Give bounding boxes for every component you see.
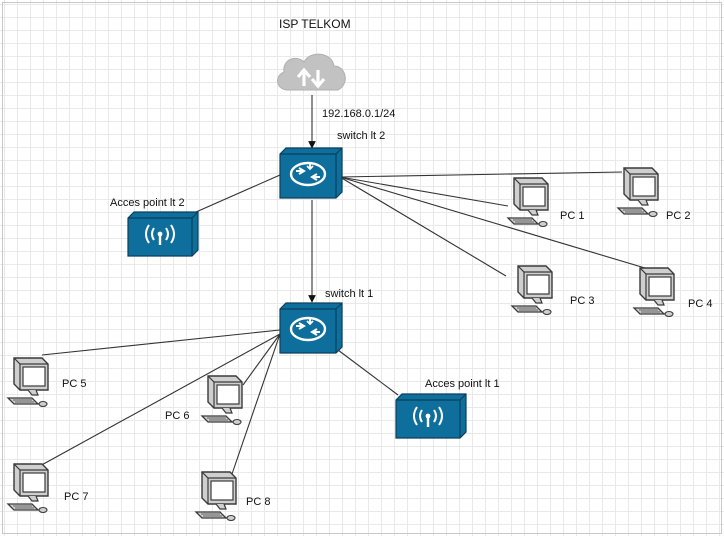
- link-switch1-pc8: [231, 333, 281, 475]
- link-switch1-pc7: [37, 333, 281, 468]
- pc3-icon: [511, 265, 553, 316]
- link-switch2-pc3: [339, 176, 507, 277]
- pc8-label: PC 8: [246, 496, 271, 508]
- pc5-label: PC 5: [62, 378, 87, 390]
- cloud-updown-icon: [277, 53, 346, 91]
- switch-lt2-icon: [278, 146, 344, 200]
- link-switch2-pc2: [339, 171, 623, 178]
- pc3-label: PC 3: [570, 295, 595, 307]
- access-point-lt1-label: Acces point lt 1: [425, 378, 500, 390]
- pc7-icon: [7, 463, 49, 514]
- pc4-label: PC 4: [688, 298, 713, 310]
- switch-lt1-icon: [278, 301, 344, 355]
- pc1-label: PC 1: [560, 210, 585, 222]
- access-point-lt2-icon: [126, 210, 200, 258]
- pc7-label: PC 7: [64, 491, 89, 503]
- pc2-icon: [617, 167, 659, 218]
- access-point-lt1-icon: [394, 392, 468, 440]
- connections: [37, 95, 646, 475]
- switch-lt2-label: switch lt 2: [337, 130, 386, 142]
- link-switch2-ap2: [195, 174, 281, 213]
- pc4-icon: [633, 267, 675, 318]
- pc2-label: PC 2: [666, 210, 691, 222]
- isp-label: ISP TELKOM: [279, 17, 351, 31]
- switch-lt1-label: switch lt 1: [325, 288, 374, 300]
- isp-ip-label: 192.168.0.1/24: [322, 108, 396, 120]
- link-switch1-pc5: [41, 329, 281, 356]
- pc5-icon: [7, 357, 49, 408]
- link-switch2-pc4: [339, 176, 646, 269]
- access-point-lt2-label: Acces point lt 2: [110, 197, 185, 209]
- link-switch2-pc1: [339, 176, 509, 207]
- pc8-icon: [195, 471, 237, 522]
- pc1-icon: [507, 177, 549, 228]
- pc6-label: PC 6: [165, 410, 190, 422]
- pc6-icon: [201, 375, 243, 426]
- link-switch1-pc6: [242, 333, 281, 386]
- link-switch1-ap1: [337, 349, 399, 396]
